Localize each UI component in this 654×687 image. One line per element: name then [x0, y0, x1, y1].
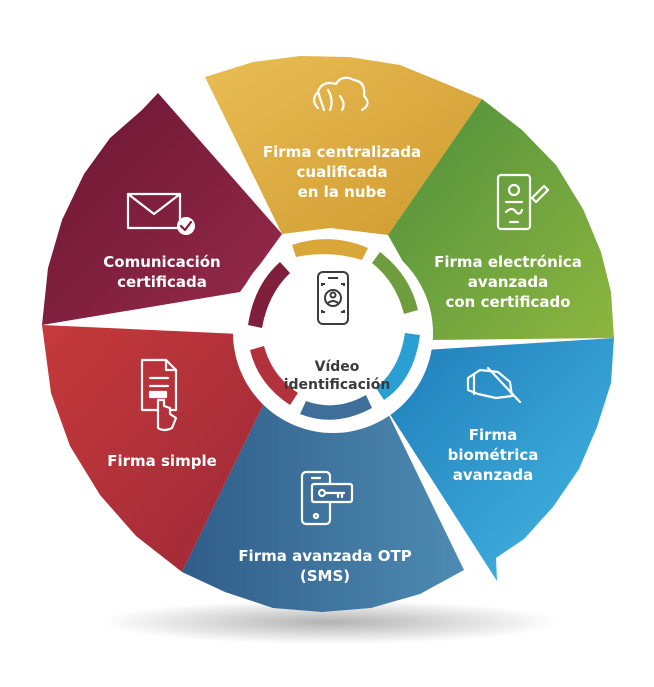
label-firma-biometrica: Firma biométrica avanzada [447, 426, 539, 484]
segment-firma-electronica [388, 99, 614, 340]
tablet-certificate-icon [496, 173, 550, 231]
segment-firma-biometrica [384, 338, 614, 581]
wheel-shadow [100, 600, 560, 644]
segment-firma-centralizada [205, 56, 482, 235]
label-firma-otp: Firma avanzada OTP (SMS) [238, 547, 412, 585]
cloud-signature-icon [312, 76, 369, 112]
phone-face-id-icon [317, 271, 349, 325]
hand-pen-icon [466, 366, 522, 404]
label-video-identificacion: Vídeo identificación [283, 359, 391, 393]
label-firma-electronica: Firma electrónica avanzada con certifica… [434, 253, 582, 311]
document-click-icon [140, 358, 178, 432]
label-comunicacion-certificada: Comunicación certificada [103, 253, 221, 291]
phone-key-icon [300, 470, 354, 526]
segment-firma-simple [42, 325, 264, 572]
envelope-check-icon [126, 192, 195, 235]
segment-firma-otp [182, 403, 464, 612]
center-blade-ring [248, 239, 420, 420]
label-firma-centralizada: Firma centralizada cualificada en la nub… [262, 143, 422, 201]
center-circle [233, 233, 433, 433]
label-firma-simple: Firma simple [107, 452, 217, 470]
